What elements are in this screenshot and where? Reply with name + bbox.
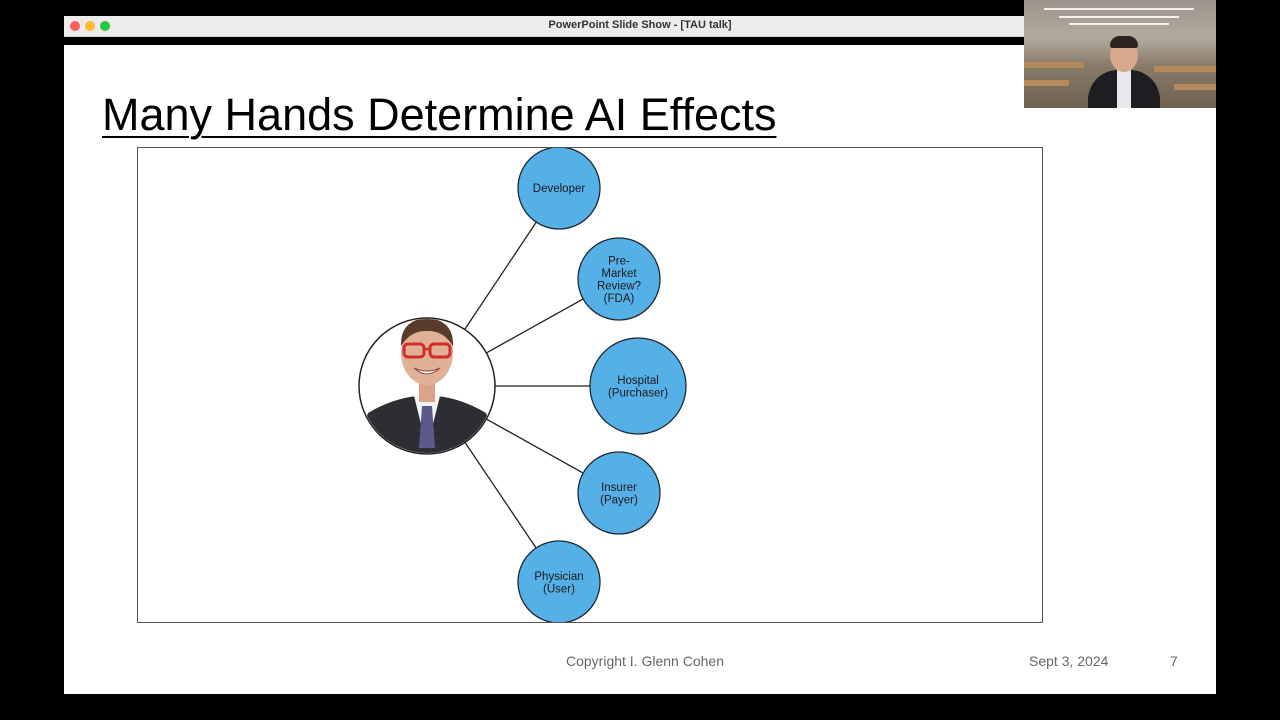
minimize-window-button[interactable] [85, 21, 95, 31]
node-label-insurer: Insurer [601, 482, 637, 494]
node-circle-hospital [589, 337, 687, 435]
node-label-premarket-review: Pre- [608, 255, 630, 267]
diagram-nodes: DeveloperPre-MarketReview?(FDA)Hospital(… [517, 148, 687, 622]
presenter-shirt [1117, 70, 1131, 108]
node-label-developer: Developer [533, 183, 586, 195]
ceiling-light [1059, 16, 1179, 18]
title-bar[interactable]: PowerPoint Slide Show - [TAU talk] [64, 16, 1216, 37]
node-circle-physician [517, 540, 601, 622]
footer-date: Sept 3, 2024 [1029, 653, 1109, 669]
slide[interactable]: Many Hands Determine AI Effects [64, 45, 1216, 694]
edge-developer [464, 221, 537, 330]
node-insurer: Insurer(Payer) [577, 451, 661, 535]
toolbar-band [64, 37, 1216, 45]
lecture-desk [1174, 84, 1216, 90]
ceiling-light [1069, 23, 1169, 25]
node-label-premarket-review: Review? [597, 280, 641, 292]
presenter-hair [1110, 36, 1138, 48]
node-label-premarket-review: (FDA) [604, 293, 635, 305]
lecture-desk [1024, 80, 1069, 86]
diagram-edges [464, 221, 590, 549]
footer-page-number: 7 [1170, 653, 1178, 669]
window-title: PowerPoint Slide Show - [TAU talk] [548, 19, 732, 31]
footer-copyright: Copyright I. Glenn Cohen [566, 653, 724, 669]
lecture-desk [1154, 66, 1216, 72]
edge-insurer [486, 418, 584, 474]
maximize-window-button[interactable] [100, 21, 110, 31]
node-physician: Physician(User) [517, 540, 601, 622]
node-developer: Developer [517, 148, 601, 230]
node-label-insurer: (Payer) [600, 494, 638, 506]
edge-premarket-review [486, 298, 584, 354]
slide-title: Many Hands Determine AI Effects [102, 89, 777, 140]
node-label-premarket-review: Market [601, 268, 637, 280]
node-circle-premarket-review [577, 237, 661, 321]
edge-physician [464, 442, 537, 549]
node-hospital: Hospital(Purchaser) [589, 337, 687, 435]
node-label-physician: Physician [534, 571, 583, 583]
node-circle-developer [517, 148, 601, 230]
node-label-hospital: (Purchaser) [608, 387, 668, 399]
lecture-desk [1024, 62, 1084, 68]
node-label-hospital: Hospital [617, 375, 659, 387]
node-circle-insurer [577, 451, 661, 535]
center-person-photo [358, 317, 496, 455]
ceiling-light [1044, 8, 1194, 10]
node-label-physician: (User) [543, 583, 575, 595]
close-window-button[interactable] [70, 21, 80, 31]
diagram-canvas: DeveloperPre-MarketReview?(FDA)Hospital(… [358, 148, 687, 622]
presenter-video-feed[interactable] [1024, 0, 1216, 108]
slideshow-window: PowerPoint Slide Show - [TAU talk] Many … [64, 16, 1216, 694]
